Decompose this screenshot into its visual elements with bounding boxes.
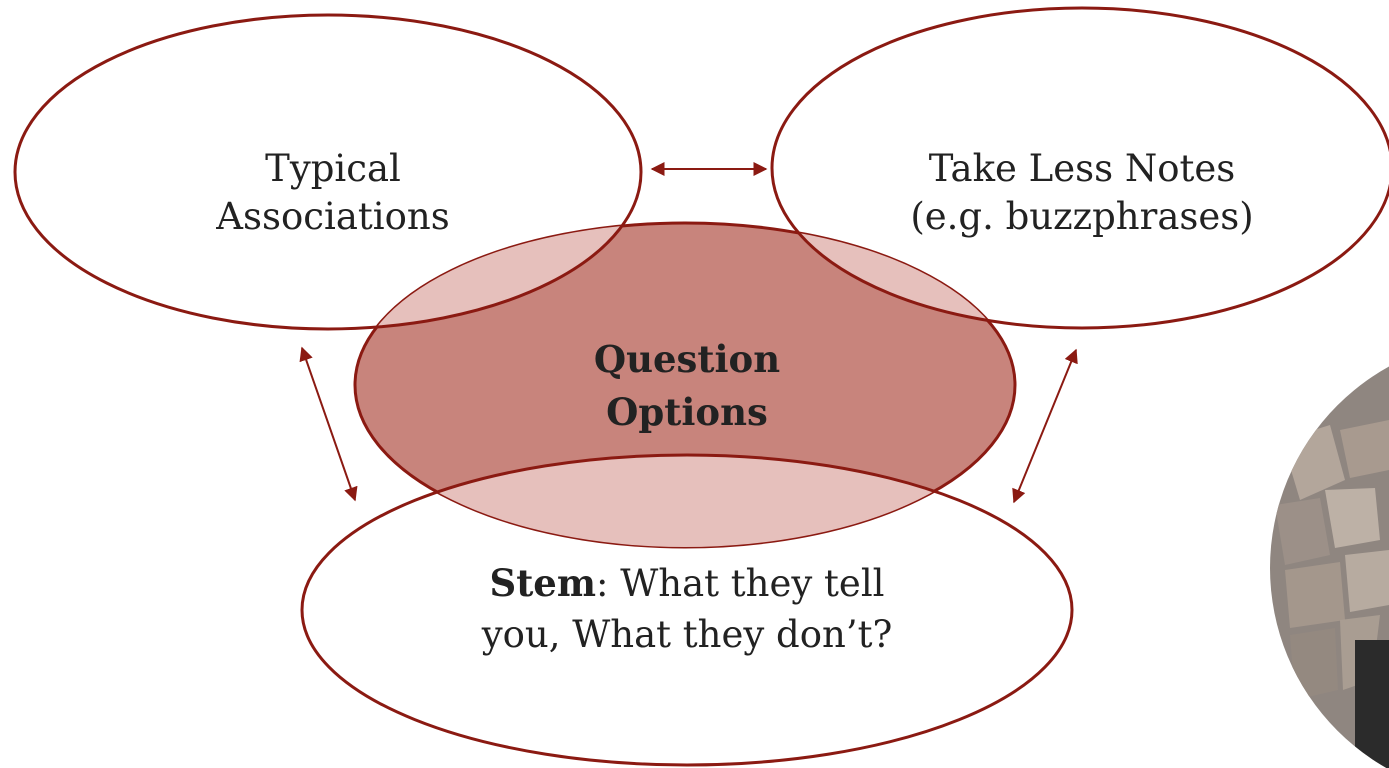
arrow-notes-to-stem [1012,348,1078,504]
svg-text:Question: Question [594,337,780,381]
stem-label: Stem: What they tell you, What they don’… [481,561,893,656]
svg-text:Options: Options [606,390,768,434]
stem-line1-rest: : What they tell [596,562,884,605]
arrow-typical-to-stem [299,346,358,502]
svg-text:Stem: What they tell: Stem: What they tell [490,561,885,605]
stem-ellipse [300,453,1074,767]
take-less-notes-ellipse [770,6,1389,330]
question-options-label: Question Options [594,337,780,434]
svg-text:Typical: Typical [265,147,401,190]
stone-wall-photo [1270,338,1389,768]
stem-line2: you, What they don’t? [481,613,893,656]
typical-associations-label: Typical Associations [215,147,449,238]
svg-text:(e.g. buzzphrases): (e.g. buzzphrases) [910,195,1253,238]
take-less-notes-label: Take Less Notes (e.g. buzzphrases) [910,147,1253,238]
svg-text:Take Less Notes: Take Less Notes [929,147,1236,190]
stem-bold-word: Stem [490,561,597,605]
svg-text:Associations: Associations [215,195,449,238]
typical-associations-ellipse [13,13,643,331]
